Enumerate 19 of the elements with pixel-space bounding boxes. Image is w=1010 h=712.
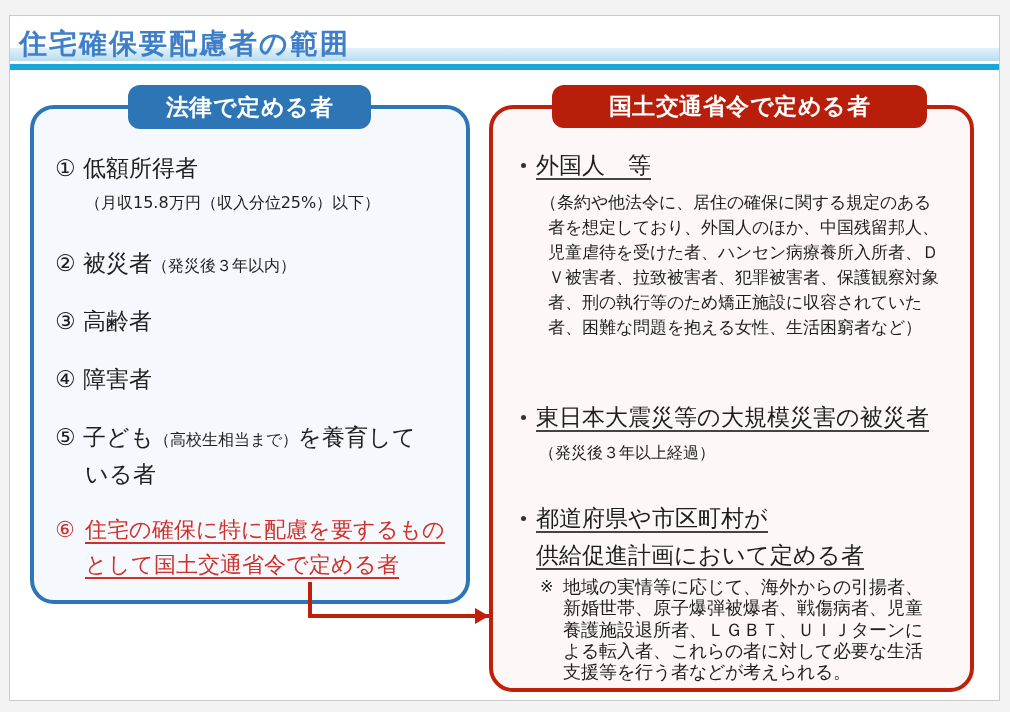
list-item: ④ 障害者 <box>55 365 153 394</box>
item-note: （月収15.8万円（収入分位25%）以下） <box>85 192 382 214</box>
note-mark: ※ <box>540 576 555 598</box>
item-heading: 外国人 等 <box>536 151 651 180</box>
list-item: ① 低額所得者 <box>55 154 199 183</box>
item-note: （発災後３年以上経過） <box>539 442 716 464</box>
diagram-title: 住宅確保要配慮者の範囲 <box>19 26 350 62</box>
item-heading: 都道府県や市区町村が <box>536 504 768 533</box>
list-item: ⑤ 子ども（高校生相当まで）を養育している者 <box>55 423 417 489</box>
item-note: （条約や他法令に、居住の確保に関する規定のある者を想定しており、外国人のほか、中国残留邦人、児童虐待を受けた者、ハンセン病療養所入所者、ＤＶ被害者、拉致被害者、犯罪被害者、保護観察対象者、刑の執行等のため矯正施設に収容されていた者、困難な問題を抱える女性、生活困窮者など） <box>540 191 940 339</box>
item-heading: 東日本大震災等の大規模災害の被災者 <box>536 403 929 432</box>
panel-heading: 法律で定める者 <box>128 85 371 129</box>
list-item: ③ 高齢者 <box>55 307 153 336</box>
arrow <box>308 582 489 624</box>
item-heading: 供給促進計画において定める者 <box>536 541 865 570</box>
note-text: 地域の実情等に応じて、海外からの引揚者、新婚世帯、原子爆弾被爆者、戦傷病者、児童養護施設退所者、ＬＧＢＴ、ＵＩＪターンによる転入者、これらの者に対して必要な生活支援等を行う者などが考えられる。 <box>563 576 924 683</box>
list-item: ⑥ 住宅の確保に特に配慮を要するものとして国土交通省令で定める者 <box>55 512 460 582</box>
list-item: ② 被災者（発災後３年以内） <box>55 249 297 278</box>
panel-heading: 国土交通省令で定める者 <box>552 85 927 128</box>
